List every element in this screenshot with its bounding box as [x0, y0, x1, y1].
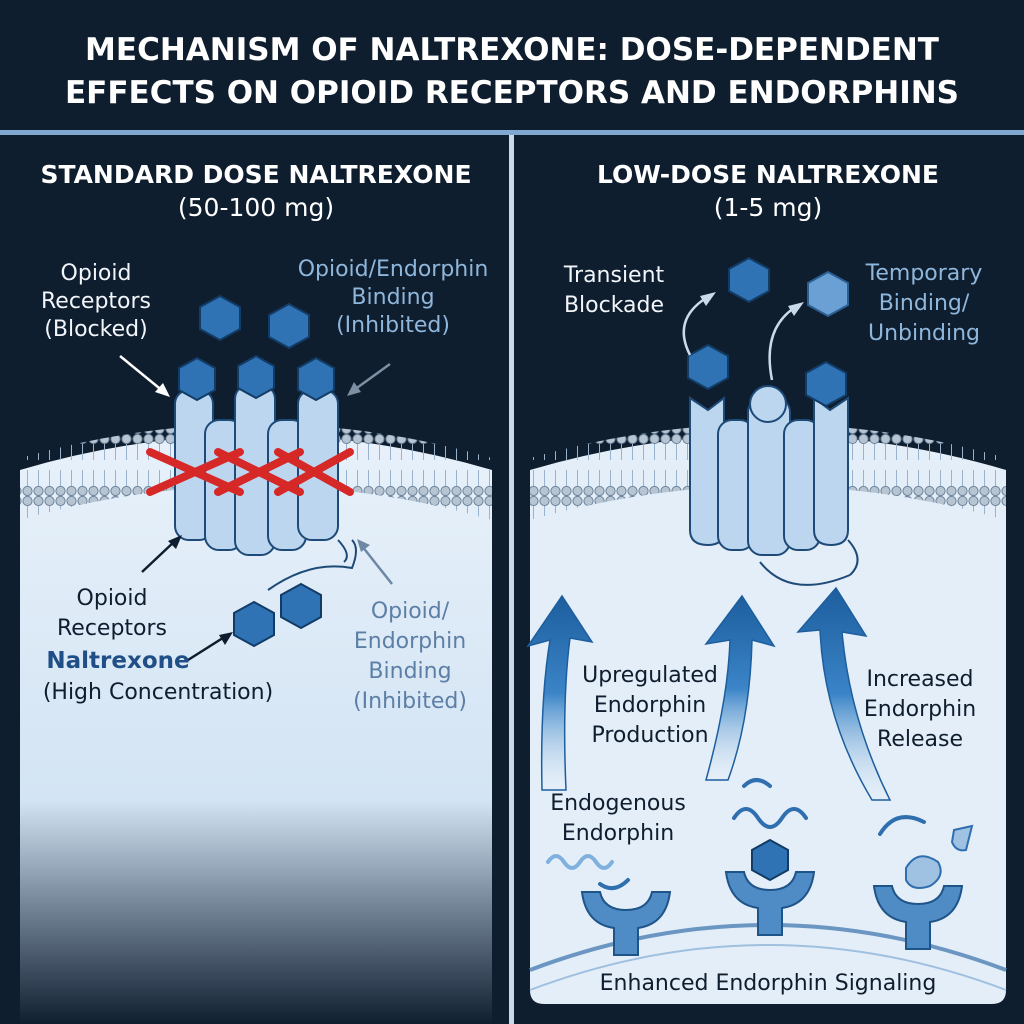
title-divider	[0, 130, 1024, 135]
big-arrow	[796, 586, 892, 801]
label-receptors-blocked: Opioid Receptors (Blocked)	[41, 261, 151, 342]
right-cell	[530, 435, 1006, 1004]
released-hexagon	[807, 270, 849, 318]
endorphin-wave	[732, 807, 808, 829]
left-receptor	[146, 354, 354, 563]
receptor-tail	[267, 539, 357, 591]
bound-hexagon	[178, 356, 216, 402]
left-dose: (50-100 mg)	[178, 193, 334, 222]
label-line: Receptors	[41, 289, 151, 314]
label-line: Transient	[563, 263, 665, 288]
label-line: Opioid/Endorphin	[298, 257, 489, 282]
big-arrow	[526, 594, 594, 791]
receptor-helix	[813, 396, 849, 547]
naltrexone-hexagon	[233, 600, 275, 648]
endorphin-bit	[878, 815, 926, 836]
endorphin-blob	[950, 824, 974, 852]
label-line: Endogenous	[550, 791, 686, 816]
label-binding-inhibited-top: Opioid/Endorphin Binding (Inhibited)	[298, 257, 489, 338]
label-enhanced-signaling: Enhanced Endorphin Signaling	[600, 971, 937, 996]
endorphin-bit	[742, 778, 772, 788]
label-line: Binding	[368, 659, 451, 684]
endorphin-blob	[905, 855, 942, 889]
right-heading: LOW-DOSE NALTREXONE	[597, 160, 939, 189]
label-line: Blockade	[564, 293, 664, 318]
title-line-2: EFFECTS ON OPIOID RECEPTORS AND ENDORPHI…	[65, 75, 959, 111]
bound-hexagon	[687, 343, 729, 391]
label-line: Opioid	[77, 586, 148, 611]
label-binding-inhibited-bottom: Opioid/ Endorphin Binding (Inhibited)	[353, 599, 467, 714]
binding-pocket	[749, 385, 787, 423]
y-receptor	[872, 885, 964, 950]
y-receptor	[724, 871, 816, 936]
bound-hexagon	[805, 360, 847, 408]
label-receptors-bottom: Opioid Receptors	[57, 586, 167, 641]
endorphin-wave	[546, 854, 614, 870]
label-line: (Inhibited)	[353, 689, 467, 714]
label-endogenous: Endogenous Endorphin	[550, 791, 686, 846]
panel-divider	[509, 135, 514, 1024]
label-line: Receptors	[57, 616, 167, 641]
inner-membrane	[529, 944, 1007, 991]
left-heading: STANDARD DOSE NALTREXONE	[40, 160, 471, 189]
label-line: (Blocked)	[44, 317, 147, 342]
bound-hexagon	[297, 356, 335, 402]
label-line: Endorphin	[562, 821, 674, 846]
naltrexone-hexagon	[199, 294, 241, 342]
receptor-tail	[759, 561, 851, 586]
bound-hexagon	[237, 354, 275, 400]
label-increased: Increased Endorphin Release	[864, 667, 976, 752]
title-line-1: MECHANISM OF NALTREXONE: DOSE-DEPENDENT	[85, 32, 939, 68]
receptor-tail	[847, 539, 859, 576]
endorphin-bit	[598, 878, 630, 891]
label-line: Temporary	[865, 261, 983, 286]
right-panel: LOW-DOSE NALTREXONE (1-5 mg)	[526, 160, 1007, 1004]
label-transient: Transient Blockade	[563, 263, 665, 318]
endorphin-molecules	[546, 778, 926, 891]
label-line: Unbinding	[868, 321, 980, 346]
released-hexagon	[728, 256, 770, 304]
label-line: Endorphin	[354, 629, 466, 654]
release-arrows	[682, 292, 804, 381]
label-line: Binding	[351, 285, 434, 310]
naltrexone-hexagon	[280, 582, 322, 630]
label-line: Increased	[866, 667, 973, 692]
endorphin-hexagon	[751, 838, 789, 882]
label-upregulated: Upregulated Endorphin Production	[582, 663, 718, 748]
label-temporary: Temporary Binding/ Unbinding	[865, 261, 983, 346]
label-line: Upregulated	[582, 663, 718, 688]
label-line: Binding/	[879, 291, 970, 316]
label-high-concentration: (High Concentration)	[43, 680, 273, 705]
big-arrow	[704, 594, 776, 781]
label-line: Endorphin	[864, 697, 976, 722]
receptor-tail	[337, 539, 348, 563]
left-panel: STANDARD DOSE NALTREXONE (50-100 mg)	[20, 160, 492, 1024]
upregulation-arrows	[526, 586, 892, 801]
label-line: Endorphin	[594, 693, 706, 718]
left-arrows	[119, 355, 393, 662]
right-receptor	[687, 343, 859, 576]
endorphin-receptors	[580, 871, 964, 956]
left-cell	[20, 435, 492, 1024]
label-line: Production	[591, 723, 708, 748]
naltrexone-hexagon	[268, 302, 310, 350]
label-naltrexone: Naltrexone	[46, 648, 189, 674]
label-line: Release	[877, 727, 963, 752]
label-line: Opioid	[61, 261, 132, 286]
right-dose: (1-5 mg)	[714, 193, 823, 222]
label-line: (Inhibited)	[336, 313, 450, 338]
block-x-marks	[146, 448, 354, 496]
label-line: Opioid/	[371, 599, 450, 624]
y-receptor	[580, 891, 672, 956]
